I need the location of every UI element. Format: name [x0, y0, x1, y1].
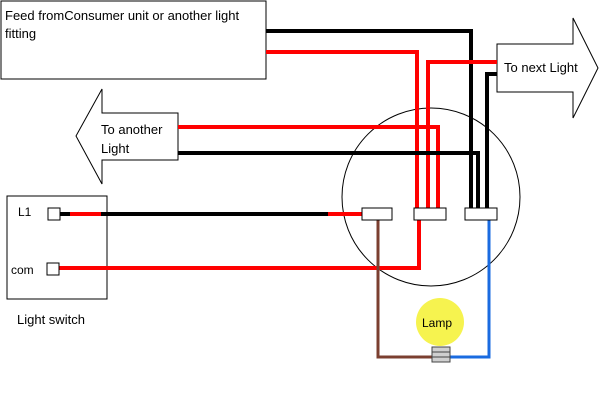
next-light-arrow	[496, 17, 599, 119]
next-light-neutral-wire	[485, 72, 497, 211]
feed-live-wire	[266, 50, 419, 211]
light-switch-caption: Light switch	[17, 312, 85, 327]
another-light-live-wire	[178, 125, 440, 211]
feed-box-label: Feed fromConsumer unit or another light …	[5, 8, 240, 41]
lamp-bulb	[416, 298, 464, 346]
feed-neutral-wire	[266, 29, 473, 211]
next-light-label: To next Light	[504, 60, 578, 75]
feed-box	[0, 0, 267, 80]
another-light-arrow	[75, 88, 179, 185]
switch-terminal-l1-label: L1	[18, 205, 32, 219]
another-light-neutral-wire	[178, 151, 480, 211]
terminal-block-neutral	[464, 207, 498, 221]
switch-terminal-l1	[47, 207, 61, 221]
lamp-holder	[431, 346, 451, 363]
switch-com-wire	[59, 214, 421, 270]
terminal-block-live	[413, 207, 447, 221]
next-light-live-wire	[426, 60, 497, 211]
switch-terminal-com-label: com	[11, 263, 34, 277]
lamp-label: Lamp	[422, 316, 453, 330]
switched-live-wire	[376, 219, 434, 359]
switch-terminal-com	[46, 262, 60, 276]
another-light-label: To another Light	[101, 122, 163, 156]
junction-circle	[341, 107, 521, 287]
terminal-block-switched	[361, 207, 393, 221]
lamp-return-wire	[449, 219, 491, 359]
